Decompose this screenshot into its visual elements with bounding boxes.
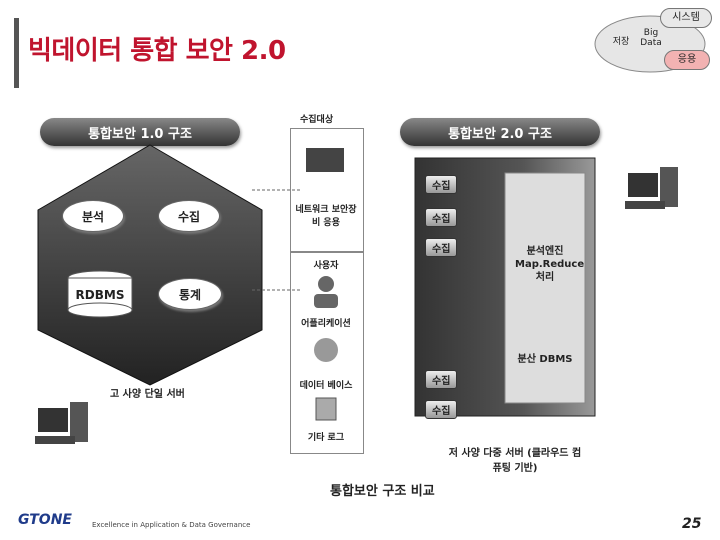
user-label: 사용자 bbox=[313, 261, 339, 271]
analysis-oval: 분석 bbox=[62, 200, 124, 232]
connector-lines-left bbox=[250, 189, 300, 291]
bigdata-label: Big Data bbox=[640, 28, 662, 48]
system-pill: 시스템 bbox=[660, 8, 712, 28]
application-icon bbox=[314, 338, 338, 362]
footer-logo: GTONE bbox=[18, 512, 72, 528]
stats-oval: 통계 bbox=[158, 278, 222, 310]
database-label: 데이터 베이스 bbox=[299, 381, 353, 391]
storage-label: 저장 bbox=[612, 37, 630, 47]
computer-icon-left bbox=[35, 402, 88, 444]
collect-tag-3: 수집 bbox=[425, 238, 458, 257]
footer-tagline: Excellence in Application & Data Governa… bbox=[92, 521, 251, 529]
collect-tag-5: 수집 bbox=[425, 400, 458, 419]
network-label: 네트워크 보안장비 응용 bbox=[295, 205, 357, 228]
title-accent-bar bbox=[14, 18, 19, 88]
computer-icon-right bbox=[625, 167, 678, 209]
diagram-caption: 통합보안 구조 비교 bbox=[330, 484, 435, 499]
network-device-icon bbox=[306, 148, 344, 172]
other-logs-label: 기타 로그 bbox=[307, 433, 345, 443]
rdbms-database-icon bbox=[67, 270, 133, 318]
database-icon bbox=[315, 397, 337, 421]
right-header: 통합보안 2.0 구조 bbox=[400, 118, 600, 146]
collect-tag-2: 수집 bbox=[425, 208, 458, 227]
collect-targets-label: 수집대상 bbox=[300, 115, 334, 125]
collect-oval: 수집 bbox=[158, 200, 220, 232]
user-icon bbox=[314, 276, 338, 308]
engine-label: 분석엔진 Map.Reduce 처리 bbox=[515, 246, 585, 283]
collect-tag-4: 수집 bbox=[425, 370, 458, 389]
dbms-label: 분산 DBMS bbox=[517, 354, 573, 365]
right-server-label: 저 사양 다중 서버 (클라우드 컴퓨팅 기반) bbox=[448, 448, 582, 474]
left-server-label: 고 사양 단일 서버 bbox=[110, 389, 185, 400]
collect-tag-1: 수집 bbox=[425, 175, 458, 194]
application-pill: 응용 bbox=[664, 50, 710, 70]
page-number: 25 bbox=[682, 516, 702, 532]
left-header: 통합보안 1.0 구조 bbox=[40, 118, 240, 146]
application-label: 어플리케이션 bbox=[301, 319, 351, 329]
page-title: 빅데이터 통합 보안 2.0 bbox=[28, 36, 286, 66]
rdbms-label: RDBMS bbox=[75, 288, 125, 302]
